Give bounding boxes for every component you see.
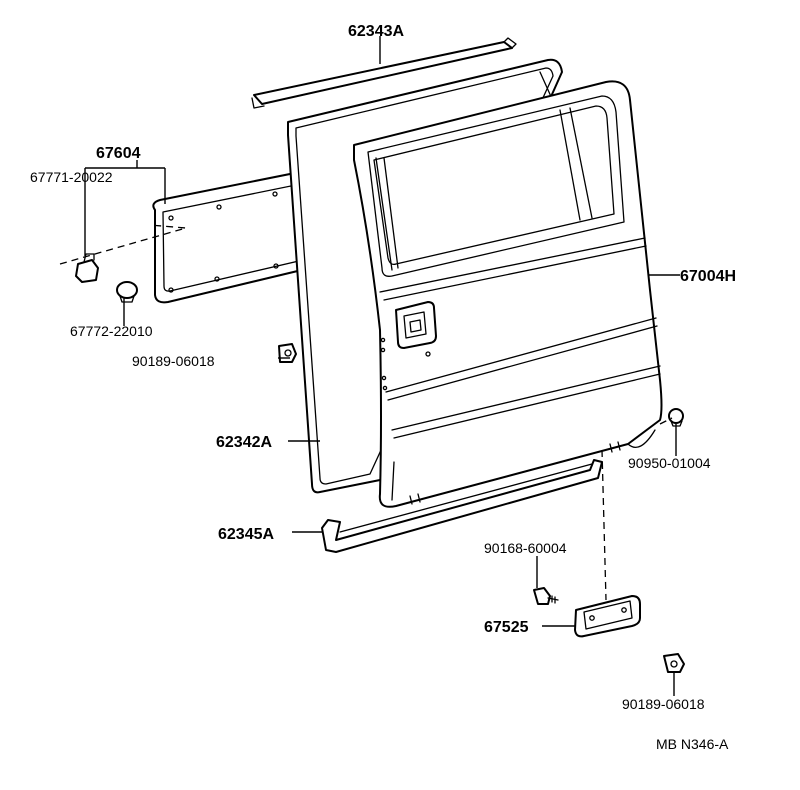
- clip-90189-upper: [278, 343, 297, 363]
- label-67604: 67604: [96, 145, 141, 162]
- upper-weatherstrip: [251, 37, 517, 109]
- label-62345A: 62345A: [218, 526, 274, 543]
- label-90189-upper: 90189-06018: [132, 353, 215, 369]
- drawing-code: MB N346-A: [656, 736, 729, 752]
- label-62342A: 62342A: [216, 434, 272, 451]
- lower-weatherstrip: [321, 459, 603, 553]
- leader-67604: [84, 160, 166, 256]
- scuff-plate: [574, 595, 641, 638]
- label-90950: 90950-01004: [628, 455, 711, 471]
- door-panel: [353, 80, 663, 508]
- clip-90950: [668, 408, 684, 427]
- screw-90168: [533, 587, 559, 605]
- clip-67772: [116, 281, 138, 303]
- label-62343A: 62343A: [348, 23, 404, 40]
- door-handle: [395, 301, 437, 349]
- clip-90189-lower: [663, 653, 685, 673]
- label-67772: 67772-22010: [70, 323, 153, 339]
- label-67004H: 67004H: [680, 268, 736, 285]
- label-67525: 67525: [484, 619, 529, 636]
- label-67771: 67771-20022: [30, 169, 113, 185]
- assembly-line-90950: [659, 417, 673, 425]
- label-90168: 90168-60004: [484, 540, 567, 556]
- label-90189-lower: 90189-06018: [622, 696, 705, 712]
- assembly-line-scuff: [601, 449, 607, 601]
- clip-67771: [75, 253, 99, 283]
